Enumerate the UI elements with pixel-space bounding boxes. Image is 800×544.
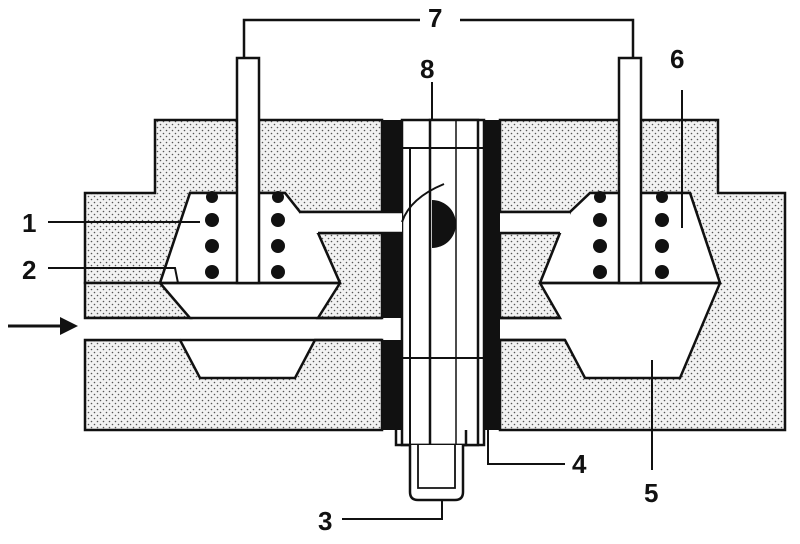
label-2: 2 (22, 255, 36, 285)
label-7: 7 (428, 3, 442, 33)
bottom-cap (408, 445, 465, 502)
label-1: 1 (22, 208, 36, 238)
central-tube-assembly (400, 118, 486, 447)
right-seal-strip (484, 120, 500, 430)
label-5: 5 (644, 478, 658, 508)
bottom-cap-inner (417, 445, 456, 489)
label-3: 3 (318, 506, 332, 536)
right-electrode-lead (617, 56, 643, 285)
label-8: 8 (420, 54, 434, 84)
valve-ball (432, 200, 456, 248)
left-body-lower-base (83, 281, 193, 320)
right-coil-windings (593, 191, 669, 279)
left-seal-strips (382, 120, 402, 430)
leader-lines (48, 82, 683, 520)
left-electrode-lead (235, 56, 261, 285)
right-upper-side-port (500, 212, 570, 233)
flow-channel (85, 318, 190, 340)
label-4: 4 (572, 449, 587, 479)
valve-flap (401, 183, 445, 223)
label-6: 6 (670, 44, 684, 74)
left-coil-windings (205, 191, 285, 279)
lead-bracket (242, 18, 635, 58)
upper-side-port (300, 212, 402, 233)
inlet-arrow-icon (8, 317, 78, 335)
left-body-lower (83, 338, 384, 432)
